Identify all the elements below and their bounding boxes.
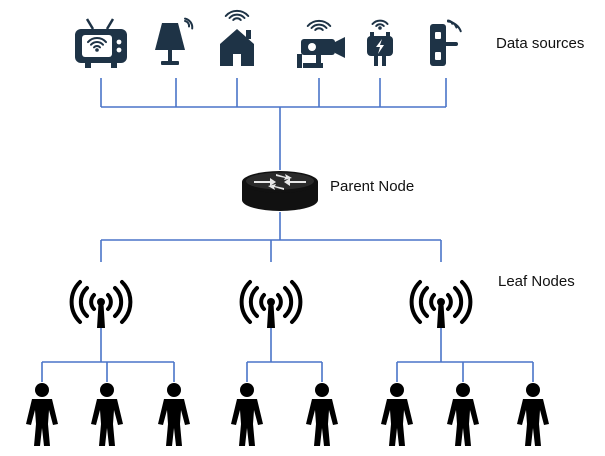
user-icon: [517, 383, 549, 446]
security-camera-icon: [297, 19, 345, 68]
user-icon: [447, 383, 479, 446]
user-icon: [158, 383, 190, 446]
smart-door-lock-icon: [430, 19, 462, 66]
smart-home-icon: [220, 9, 254, 66]
smart-lamp-icon: [155, 17, 194, 65]
router-icon: [242, 171, 318, 211]
leaf-nodes-label: Leaf Nodes: [498, 273, 575, 290]
wireless-antenna-icon: [409, 280, 473, 328]
user-icon: [381, 383, 413, 446]
smart-plug-icon: [367, 19, 393, 66]
user-icon: [231, 383, 263, 446]
data-sources-label: Data sources: [496, 35, 585, 52]
parent-node-label: Parent Node: [330, 178, 415, 195]
wireless-antenna-icon: [239, 280, 303, 328]
user-icon: [26, 383, 58, 446]
wireless-antenna-icon: [69, 280, 133, 328]
user-icon: [306, 383, 338, 446]
smart-tv-icon: [75, 18, 127, 68]
user-icon: [91, 383, 123, 446]
connection-lines: [41, 78, 534, 382]
